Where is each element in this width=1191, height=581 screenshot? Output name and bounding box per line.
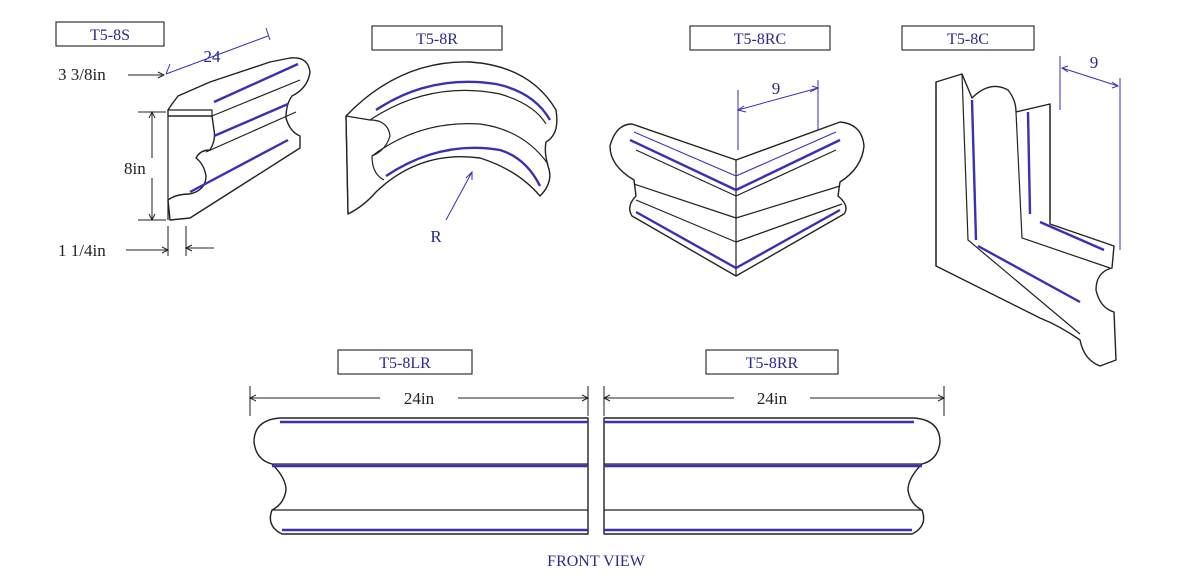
part-t5-8s: T5-8S 24 3 3/8in 8in 1 1/4in: [55, 21, 311, 260]
label-box-t5-8s: [55, 21, 165, 47]
dim-r-radius: R: [430, 227, 442, 246]
dim-line-rr: [602, 386, 946, 416]
front-view: T5-8LR T5-8RR 24in 24in FRONT VIEW: [248, 349, 946, 570]
inside-corner-body: [935, 73, 1117, 367]
radius-face-left: [345, 115, 349, 215]
label-box-t5-8c: [901, 25, 1035, 51]
dim-c-leg: 9: [1090, 53, 1099, 72]
inside-blue-3: [1039, 220, 1105, 252]
dim-rr-length: 24in: [757, 389, 788, 408]
part-t5-8rc: T5-8RC 9: [609, 25, 865, 277]
straight-blue-3: [189, 138, 289, 194]
straight-blue-2: [213, 102, 289, 138]
dim-bg-8in: [138, 158, 166, 178]
dim-line-c: [1059, 56, 1121, 250]
radius-blue-2: [385, 146, 542, 187]
front-right-blue: [604, 420, 922, 532]
label-t5-8rr: T5-8RR: [746, 355, 799, 372]
part-t5-8r: T5-8R R: [345, 25, 558, 246]
dim-rc-leg: 9: [772, 79, 781, 98]
straight-blue-1: [213, 62, 299, 104]
dim-s-length: 24: [204, 47, 222, 66]
front-right-ridges: [604, 463, 922, 511]
front-right-piece: [603, 417, 941, 535]
dim-line-s-bottom: [126, 226, 214, 256]
dim-line-lr: [248, 386, 590, 416]
label-box-t5-8r: [371, 25, 503, 51]
corner-outer-body: [609, 121, 865, 277]
corner-ridge-low: [635, 199, 843, 243]
dim-s-bottom: 1 1/4in: [58, 241, 106, 260]
straight-body: [167, 57, 311, 221]
dim-s-top: 3 3/8in: [58, 65, 106, 84]
front-left-piece: [253, 417, 589, 535]
corner-ridge-mid: [633, 183, 841, 219]
label-box-t5-8lr: [337, 349, 473, 375]
straight-top-edge: [168, 109, 213, 116]
caption-front-view: FRONT VIEW: [547, 553, 646, 570]
radius-ridge-2: [371, 123, 549, 165]
corner-blue-thin: [633, 131, 837, 177]
label-t5-8r: T5-8R: [416, 31, 458, 48]
inside-blue-2: [1026, 111, 1032, 215]
part-t5-8c: T5-8C 9: [901, 25, 1121, 367]
corner-blue-top: [629, 138, 841, 192]
corner-ridge-top: [635, 149, 837, 197]
radius-profile: [345, 115, 391, 181]
radius-blue-1: [375, 80, 552, 121]
dim-lr-length: 24in: [404, 389, 435, 408]
front-left-ridges: [272, 463, 588, 511]
dim-line-r: [445, 170, 473, 221]
straight-ridge-2: [205, 111, 297, 153]
inside-corner-edge-1: [961, 73, 1081, 335]
dim-line-rc: [736, 80, 820, 150]
radius-ridge-1: [369, 89, 547, 125]
label-box-t5-8rr: [705, 349, 839, 375]
inside-corner-edge-2: [1015, 111, 1111, 269]
corner-blue-bottom: [635, 208, 841, 270]
front-left-blue: [272, 420, 588, 532]
dim-s-height: 8in: [124, 159, 146, 178]
straight-ridge-1: [211, 79, 301, 117]
label-t5-8lr: T5-8LR: [379, 355, 431, 372]
radius-body: [345, 61, 558, 215]
label-t5-8c: T5-8C: [947, 31, 989, 48]
label-box-t5-8rc: [689, 25, 831, 51]
dim-line-s-top: [128, 71, 166, 79]
label-t5-8s: T5-8S: [90, 27, 130, 44]
inside-blue-4: [977, 244, 1081, 304]
inside-blue-1: [970, 99, 978, 241]
label-t5-8rc: T5-8RC: [734, 31, 786, 48]
dim-line-24: [165, 27, 271, 75]
